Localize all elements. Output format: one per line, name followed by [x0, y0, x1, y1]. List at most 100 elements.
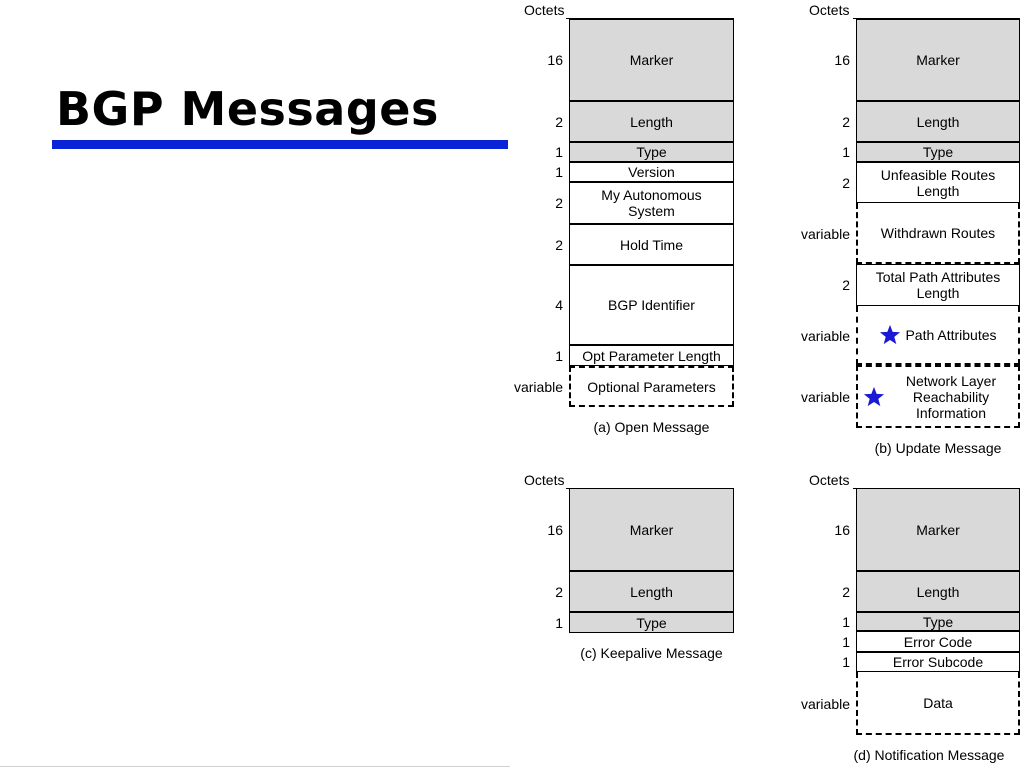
open-field-label: Version [628, 164, 675, 180]
notification-octets-header: Octets [809, 472, 850, 488]
keepalive-field-label-wrap: Type [636, 615, 666, 631]
open-field-label-wrap: Length [630, 114, 673, 130]
open-field-label-wrap: Optional Parameters [587, 379, 715, 395]
open-field-optional-parameters: Optional Parameters [569, 366, 734, 407]
keepalive-field-size: 2 [555, 583, 563, 600]
open-field-size: 1 [555, 164, 563, 180]
open-field-label-wrap: Marker [630, 52, 674, 68]
open-field-size: 16 [547, 52, 563, 68]
open-field-label: BGP Identifier [608, 297, 695, 313]
footer-divider [0, 766, 510, 767]
update-field-label: Network Layer Reachability Information [905, 372, 997, 421]
open-octets-rule [566, 18, 734, 19]
update-field-total-path-attributes-length: Total Path Attributes Length [856, 264, 1020, 306]
notification-field-marker: Marker [856, 488, 1020, 571]
notification-field-length: Length [856, 571, 1020, 612]
open-field-label: Hold Time [619, 236, 684, 253]
open-field-type: Type [569, 142, 734, 162]
update-field-unfeasible-routes-length: Unfeasible Routes Length [856, 162, 1020, 203]
open-field-size: 2 [555, 195, 563, 211]
open-field-size: 2 [555, 236, 563, 253]
notification-field-label-wrap: Length [917, 584, 960, 600]
notification-field-type: Type [856, 612, 1020, 631]
open-field-marker: Marker [569, 19, 734, 101]
update-field-size: variable [800, 225, 850, 242]
notification-field-label: Type [922, 613, 954, 630]
open-field-label-wrap: Opt Parameter Length [582, 348, 721, 364]
update-field-label: Withdrawn Routes [880, 224, 996, 241]
keepalive-field-size: 16 [547, 521, 563, 538]
update-field-withdrawn-routes: Withdrawn Routes [856, 203, 1020, 264]
open-field-size: 2 [555, 113, 563, 130]
notification-field-label-wrap: Type [923, 614, 953, 630]
notification-field-size: 1 [842, 654, 850, 670]
open-field-label: Length [630, 113, 673, 130]
update-field-length: Length [856, 101, 1020, 142]
slide-title: BGP Messages [56, 82, 439, 136]
update-field-label-wrap: Marker [916, 52, 960, 68]
notification-field-label: Data [923, 694, 953, 711]
update-field-label: Type [922, 144, 954, 160]
notification-field-label: Error Subcode [892, 654, 984, 670]
title-underline [52, 140, 508, 149]
star-icon [863, 386, 885, 408]
update-field-label: Unfeasible Routes Length [880, 166, 996, 199]
update-octets-rule [853, 18, 1020, 19]
notification-field-size: 2 [842, 583, 850, 600]
notification-caption: (d) Notification Message [853, 747, 1005, 763]
update-field-label-wrap: Network Layer Reachability Information [863, 373, 1013, 421]
open-field-label: Marker [629, 52, 674, 68]
open-field-bgp-identifier: BGP Identifier [569, 265, 734, 345]
open-field-size: 1 [555, 144, 563, 160]
notification-field-size: 1 [842, 613, 850, 630]
keepalive-field-label: Marker [629, 521, 674, 538]
star-icon [879, 324, 901, 346]
notification-field-label-wrap: Error Subcode [893, 654, 983, 670]
notification-field-error-code: Error Code [856, 631, 1020, 652]
update-field-label: Marker [916, 52, 960, 68]
notification-field-label-wrap: Data [923, 695, 953, 711]
notification-field-data: Data [856, 672, 1020, 735]
update-field-path-attributes: Path Attributes [856, 306, 1020, 365]
open-octets-header: Octets [524, 2, 565, 18]
open-field-label-wrap: Type [636, 144, 666, 160]
open-field-hold-time: Hold Time [569, 224, 734, 265]
keepalive-field-label-wrap: Length [630, 584, 673, 600]
keepalive-field-length: Length [569, 571, 734, 612]
keepalive-field-label-wrap: Marker [630, 522, 674, 538]
keepalive-field-type: Type [569, 612, 734, 633]
open-field-label: Opt Parameter Length [582, 347, 721, 364]
update-field-label: Total Path Attributes Length [875, 269, 1001, 301]
update-field-size: 1 [842, 144, 850, 160]
open-field-label: Optional Parameters [587, 378, 716, 395]
notification-field-size: 16 [834, 521, 850, 538]
update-caption: (b) Update Message [874, 440, 1002, 456]
notification-field-label-wrap: Marker [916, 522, 960, 538]
update-field-marker: Marker [856, 19, 1020, 101]
open-field-label-wrap: Version [628, 164, 675, 180]
update-field-label-wrap: Unfeasible Routes Length [864, 167, 1012, 199]
update-field-label-wrap: Length [917, 114, 960, 130]
update-field-label: Length [916, 113, 960, 130]
open-field-label-wrap: My Autonomous System [577, 187, 726, 219]
update-field-size: variable [800, 388, 850, 405]
update-field-size: variable [800, 327, 850, 344]
notification-field-label: Marker [916, 521, 960, 538]
open-field-label: My Autonomous System [601, 187, 702, 219]
open-field-label-wrap: BGP Identifier [608, 297, 695, 313]
open-caption: (a) Open Message [593, 419, 710, 435]
update-octets-header: Octets [809, 2, 850, 18]
notification-field-size: variable [800, 695, 850, 712]
notification-field-label: Length [916, 583, 960, 600]
open-field-length: Length [569, 101, 734, 142]
notification-field-error-subcode: Error Subcode [856, 652, 1020, 672]
notification-field-label-wrap: Error Code [904, 634, 972, 650]
open-field-size: 4 [555, 297, 563, 313]
open-field-size: variable [513, 378, 563, 395]
open-field-version: Version [569, 162, 734, 182]
open-field-size: 1 [555, 347, 563, 364]
keepalive-field-label: Length [630, 583, 673, 600]
update-field-size: 2 [842, 277, 850, 293]
update-field-label-wrap: Total Path Attributes Length [864, 269, 1012, 301]
notification-field-size: 1 [842, 633, 850, 650]
